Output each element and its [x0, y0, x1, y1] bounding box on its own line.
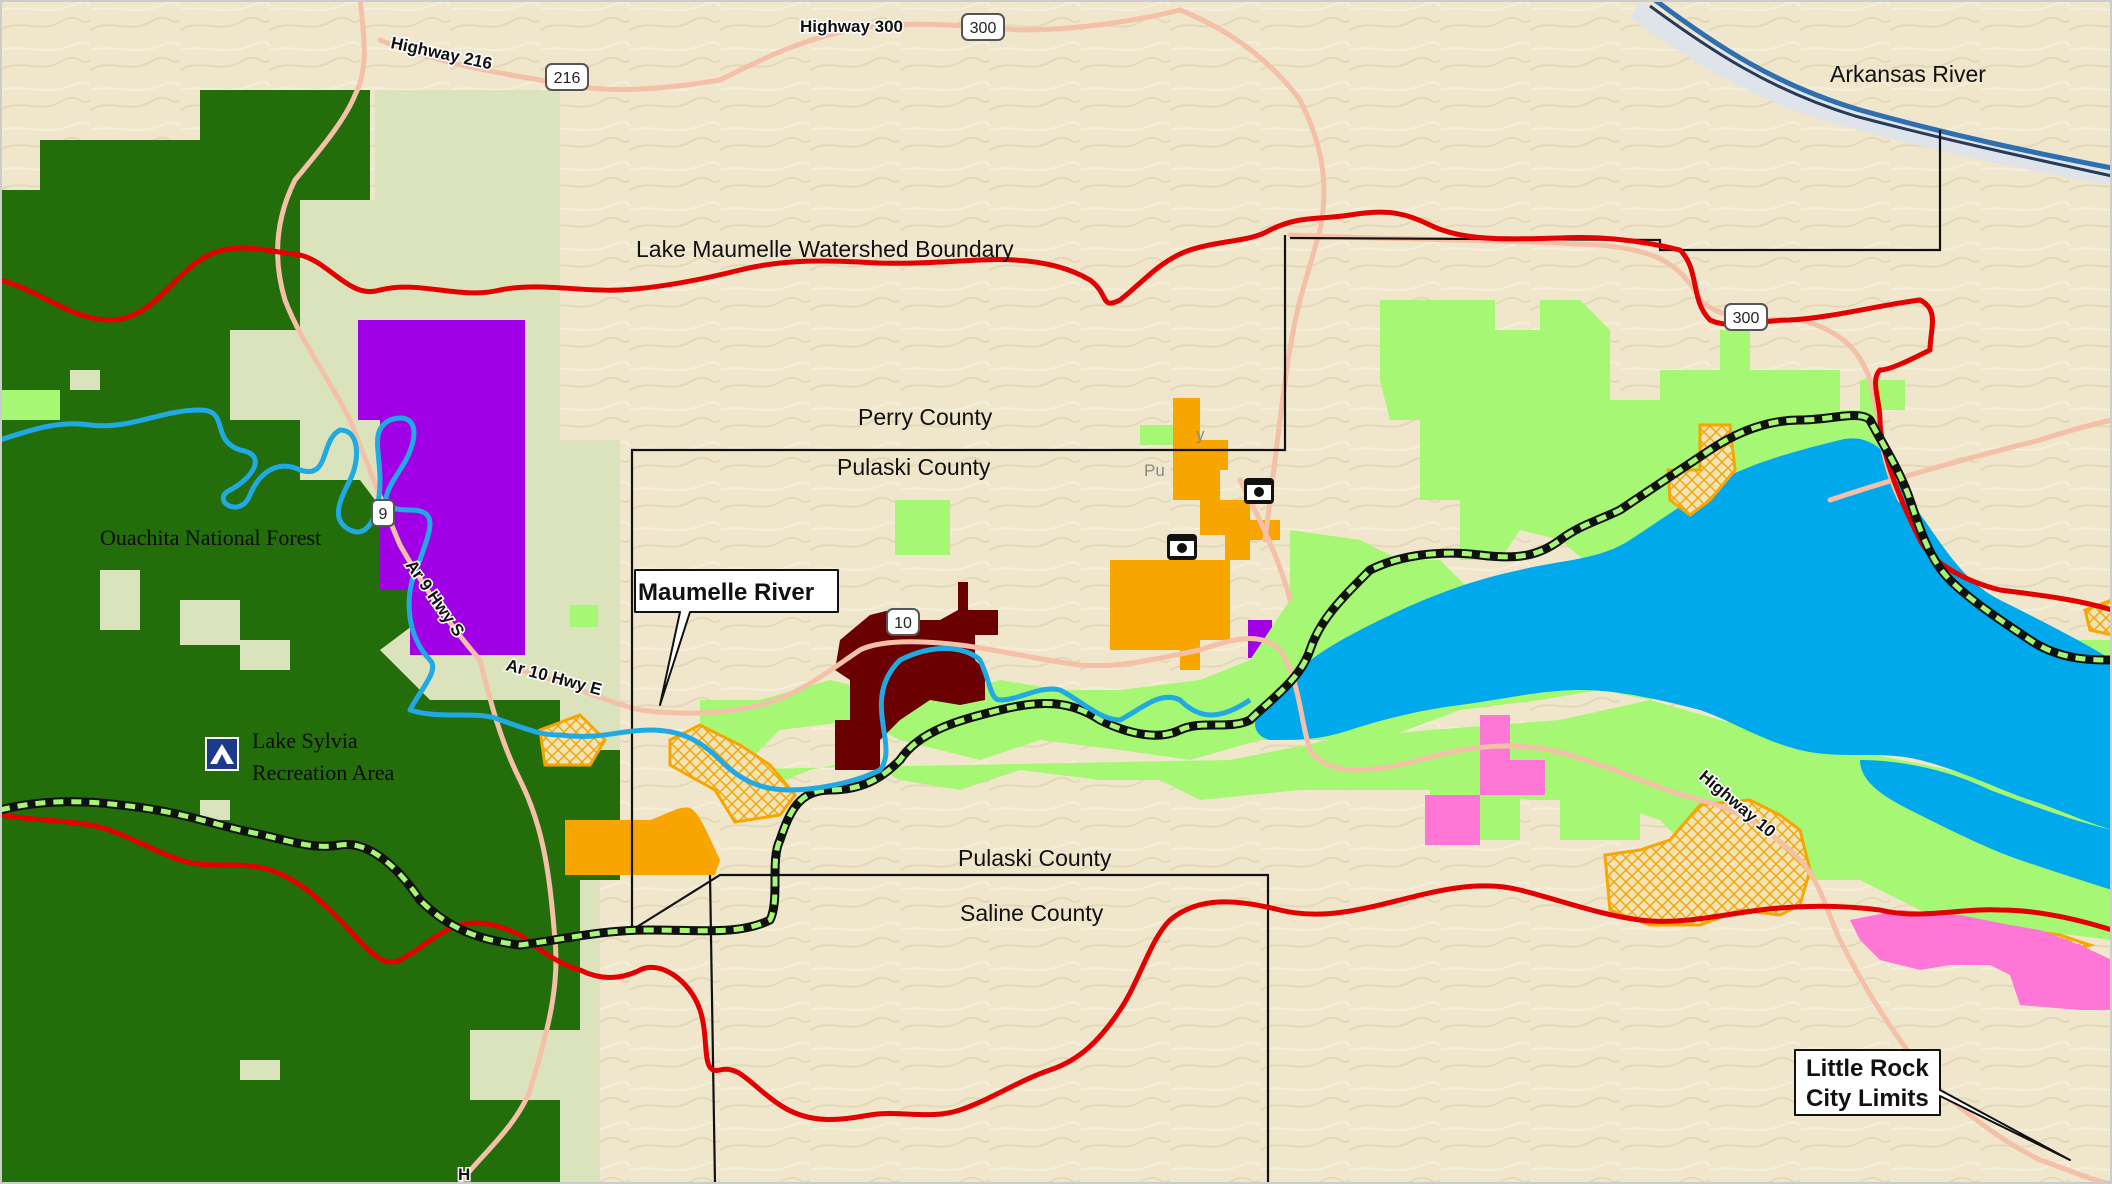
- camera-icon[interactable]: [1244, 478, 1274, 504]
- purple-area: [358, 320, 525, 655]
- callout-maumelle-river-text: Maumelle River: [638, 579, 814, 606]
- orange-areas: [565, 398, 1280, 875]
- campground-icon[interactable]: [205, 737, 239, 771]
- lake-maumelle: [1255, 438, 2112, 830]
- shield-9: 9: [371, 499, 395, 527]
- camera-icon-2[interactable]: [1167, 534, 1197, 560]
- label-watershed-boundary: Lake Maumelle Watershed Boundary: [636, 236, 1014, 262]
- shield-300-top: 300: [961, 13, 1005, 41]
- road-label-h: H: [458, 1165, 470, 1184]
- label-recreation-area: Recreation Area: [252, 760, 395, 785]
- label-pulaski-county-south: Pulaski County: [958, 845, 1112, 871]
- maumelle-river: [0, 407, 1252, 793]
- road-label-highway-300: Highway 300: [800, 17, 903, 36]
- label-pu: Pu: [1144, 461, 1165, 480]
- highways: [275, 0, 2112, 1184]
- callout-little-rock: Little Rock City Limits: [1794, 1049, 2071, 1161]
- shield-300-east-label: 300: [1733, 310, 1760, 327]
- forest-labels: Ouachita National Forest Lake Sylvia Rec…: [100, 525, 395, 785]
- dark-red-area: [835, 582, 998, 770]
- arkansas-river: [1630, 0, 2112, 185]
- label-saline-county: Saline County: [960, 900, 1104, 926]
- route-shields: 216 300 300 9 10: [371, 13, 1768, 636]
- shield-300-east: 300: [1724, 303, 1768, 331]
- label-pulaski-suffix: y: [1196, 425, 1205, 444]
- map-labels: Arkansas River Lake Maumelle Watershed B…: [636, 61, 1986, 926]
- shield-216-label: 216: [554, 70, 581, 87]
- shield-10: 10: [886, 608, 920, 636]
- label-arkansas-river: Arkansas River: [1830, 61, 1986, 87]
- shield-300-top-label: 300: [970, 20, 997, 37]
- lake-maumelle-arm: [1860, 760, 2112, 890]
- label-lake-sylvia: Lake Sylvia: [252, 728, 358, 753]
- ouachita-national-forest: [0, 90, 620, 1184]
- shield-216: 216: [545, 63, 589, 91]
- shield-9-label: 9: [379, 506, 388, 523]
- callout-little-rock-line2: City Limits: [1806, 1085, 1929, 1112]
- pink-areas: [1425, 715, 2112, 1010]
- shield-10-label: 10: [894, 615, 912, 632]
- label-pulaski-county-north: Pulaski County: [837, 454, 991, 480]
- label-ouachita-national-forest: Ouachita National Forest: [100, 525, 321, 550]
- callout-little-rock-line1: Little Rock: [1806, 1055, 1929, 1082]
- watershed-boundary: [0, 209, 2112, 1122]
- label-perry-county: Perry County: [858, 404, 993, 430]
- callout-maumelle-river: Maumelle River: [634, 569, 839, 706]
